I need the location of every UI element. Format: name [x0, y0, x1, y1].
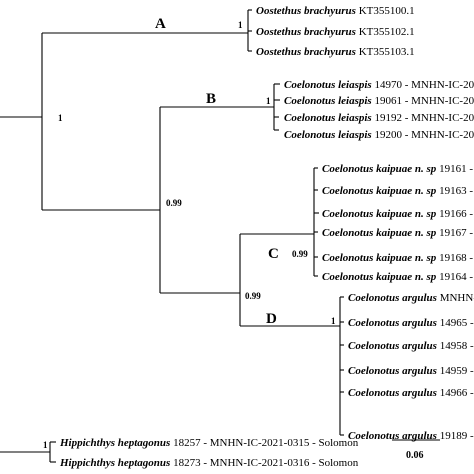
clade-bcd-support-value: 0.99: [166, 198, 182, 208]
taxon-label: Hippichthys heptagonus 18257 - MNHN-IC-2…: [59, 437, 359, 449]
clade-a-label: A: [155, 16, 166, 32]
taxon-label: Coelonotus kaipuae n. sp 19163 - MNH: [322, 185, 474, 197]
taxon-label: Oostethus brachyurus KT355102.1: [256, 26, 415, 38]
taxon-label: Hippichthys heptagonus 18273 - MNHN-IC-2…: [59, 457, 359, 469]
clade-d-label: D: [266, 311, 277, 327]
taxon-label: Coelonotus leiaspis 19200 - MNHN-IC-2021…: [284, 129, 474, 141]
taxon-label: Oostethus brachyurus KT355100.1: [256, 5, 415, 17]
taxon-label: Coelonotus argulus 19189 - M: [348, 430, 474, 442]
taxon-label: Coelonotus kaipuae n. sp 19161 - MNH: [322, 163, 474, 175]
clade-d-support-value: 1: [331, 316, 336, 326]
taxon-label: Coelonotus leiaspis 19061 - MNHN-IC-2021…: [284, 95, 474, 107]
root-support-value: 1: [58, 113, 63, 123]
clade-cd-support-value: 0.99: [245, 291, 261, 301]
taxon-label: Coelonotus argulus 14966 - M: [348, 387, 474, 399]
clade-b-support-value: 1: [266, 96, 271, 106]
clade-c-label: C: [268, 246, 279, 262]
scale-bar-label: 0.06: [406, 450, 424, 461]
taxon-label: Coelonotus argulus 14959 - M: [348, 365, 474, 377]
taxon-label: Coelonotus argulus MNHN-IC: [348, 292, 474, 304]
taxon-label: Coelonotus kaipuae n. sp 19167 - MNH: [322, 227, 474, 239]
clade-a-support-value: 1: [238, 20, 243, 30]
clade-c-support-value: 0.99: [292, 249, 308, 259]
taxon-label: Oostethus brachyurus KT355103.1: [256, 46, 415, 58]
taxon-label: Coelonotus leiaspis 14970 - MNHN-IC-2021…: [284, 79, 474, 91]
taxon-label: Coelonotus kaipuae n. sp 19164 - MNH: [322, 271, 474, 283]
taxon-label: Coelonotus argulus 14965 - M: [348, 317, 474, 329]
outgroup-support-value: 1: [43, 440, 48, 450]
taxon-label: Coelonotus kaipuae n. sp 19166 - MNH: [322, 208, 474, 220]
taxon-label: Coelonotus leiaspis 19192 - MNHN-IC-2021…: [284, 112, 474, 124]
taxon-label: Coelonotus argulus 14958 - M: [348, 340, 474, 352]
clade-b-label: B: [206, 91, 216, 107]
taxon-label: Coelonotus kaipuae n. sp 19168 - MNH: [322, 252, 474, 264]
